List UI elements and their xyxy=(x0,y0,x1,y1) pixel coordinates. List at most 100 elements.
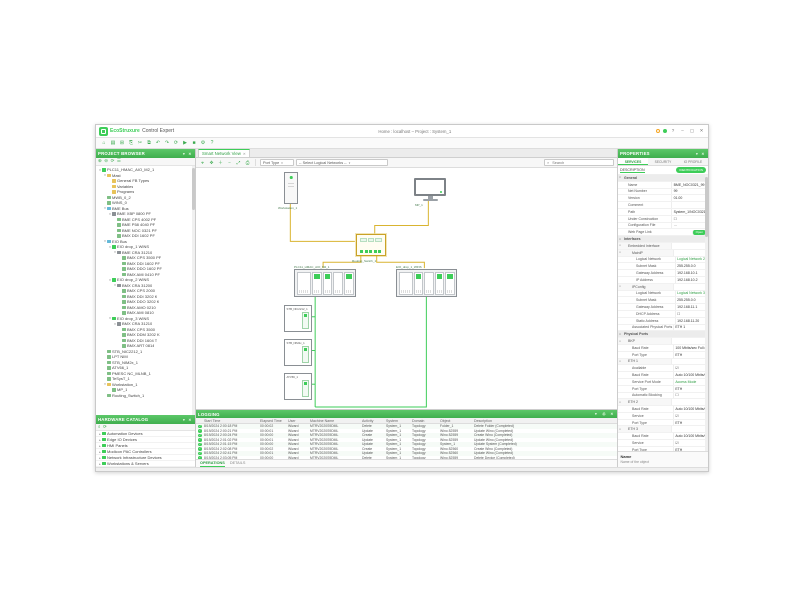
tree-item[interactable]: ▾ BME CRA 31210 xyxy=(96,250,195,256)
section-expand-icon[interactable]: ▾ xyxy=(619,400,621,404)
tab-smart-network-view[interactable]: Smart Network View ✕ xyxy=(198,149,250,157)
log-row[interactable]: ✓ 8/19/2024 2:03:05 PM 00:00:00 Wizard M… xyxy=(196,456,617,459)
section-expand-icon[interactable]: ▾ xyxy=(619,176,621,180)
property-row[interactable]: Available ☑ xyxy=(618,365,708,373)
stop-icon[interactable]: ■ xyxy=(192,140,196,146)
property-row[interactable]: IP Address 192.168.10.2 xyxy=(618,276,708,284)
tree-item[interactable]: BME P58 4040 PF xyxy=(96,222,195,228)
settings-icon[interactable]: ⚙ xyxy=(200,140,206,146)
tree-item[interactable]: BME CPS 4002 PF xyxy=(96,217,195,223)
column-header[interactable]: Domain xyxy=(412,418,425,423)
rack-module[interactable] xyxy=(322,271,333,295)
tree-expand-icon[interactable]: ▾ xyxy=(114,321,116,326)
section-expand-icon[interactable]: ▾ xyxy=(619,244,621,248)
refresh-icon[interactable]: ⟳ xyxy=(173,140,179,146)
rack-module[interactable] xyxy=(424,271,434,295)
property-row[interactable]: Port Type ETH xyxy=(618,419,708,427)
property-value[interactable] xyxy=(671,338,708,344)
property-row[interactable]: Gateway Address 192.168.10.1 xyxy=(618,270,708,277)
tree-expand-icon[interactable]: ▾ xyxy=(109,244,111,249)
minimize-button[interactable]: – xyxy=(681,128,684,133)
tree-item[interactable]: ▾ BME XBP 0800 PF xyxy=(96,211,195,217)
property-row[interactable]: Service Port Mode Access Mode xyxy=(618,378,708,386)
logical-network-select[interactable]: -- Select Logical Networks -- ▾ xyxy=(296,159,388,166)
property-row[interactable]: Logical Network Logical Network 3 xyxy=(618,290,708,298)
catalog-item[interactable]: ▸ Edge IO Devices xyxy=(96,437,195,443)
property-value[interactable]: Auto 10/100 Mbits/sec xyxy=(672,372,708,378)
property-value[interactable]: ☑ xyxy=(672,365,708,372)
section-expand-icon[interactable]: ▾ xyxy=(619,251,621,255)
log-row[interactable]: ✓ 8/19/2024 2:02:41 PM 00:00:01 Wizard M… xyxy=(196,451,617,456)
property-row[interactable]: Net Number 99 xyxy=(618,188,708,196)
tree-item[interactable]: ▾ BMX CRA 31200 xyxy=(96,283,195,289)
property-value[interactable]: ☐ xyxy=(672,392,708,399)
property-value[interactable]: ☑ xyxy=(672,412,708,419)
tree-item[interactable]: BMX DDM 3202 K xyxy=(96,332,195,338)
catalog-expand-icon[interactable]: ▸ xyxy=(99,431,101,436)
column-header[interactable]: Activity xyxy=(362,418,374,423)
property-value[interactable]: ☐ xyxy=(671,215,708,222)
tree-item[interactable]: BMX CPS 3500 xyxy=(96,327,195,333)
logging-tab[interactable]: OPERATIONS xyxy=(200,461,225,467)
property-value[interactable]: 255.255.0.0 xyxy=(674,263,708,270)
refresh-tree-icon[interactable]: ⟳ xyxy=(110,158,115,164)
property-row[interactable]: Baud Rate Auto 10/100 Mbits/sec xyxy=(618,372,708,379)
property-row[interactable]: Port Type ETH xyxy=(618,351,708,359)
section-expand-icon[interactable]: ▾ xyxy=(619,332,621,336)
property-value[interactable]: … xyxy=(671,222,708,229)
property-value[interactable]: ☐ xyxy=(674,310,708,317)
property-row[interactable]: DHCP Address ☐ xyxy=(618,310,708,318)
tree-item[interactable]: BMX AMO 0210 xyxy=(96,305,195,311)
column-header[interactable]: Object xyxy=(440,418,451,423)
catalog-expand-icon[interactable]: ▸ xyxy=(99,443,101,448)
rack-module[interactable] xyxy=(414,271,424,295)
property-row[interactable]: Static Address 192.168.11.20 xyxy=(618,317,708,325)
property-row[interactable]: Port Type ETH xyxy=(618,385,708,393)
scrollbar-thumb[interactable] xyxy=(192,168,195,210)
tree-item[interactable]: BMX DDI 1602 PF xyxy=(96,233,195,239)
save-icon[interactable]: ⎘ xyxy=(128,140,133,146)
property-row[interactable]: Path System_1\NOC0321_99 xyxy=(618,208,708,216)
tree-item[interactable]: WINS_0 xyxy=(96,200,195,206)
catalog-item[interactable]: ▸ Network Infrastructure Devices xyxy=(96,455,195,461)
property-value[interactable]: 100 Mbits/sec Full duplex xyxy=(672,344,708,351)
log-row[interactable]: ✓ 8/19/2024 2:01:02 PM 00:00:01 Wizard M… xyxy=(196,438,617,443)
tree-item[interactable]: BMX DDO 3202 K xyxy=(96,299,195,305)
property-value[interactable]: 192.168.11.1 xyxy=(674,304,708,310)
property-row[interactable]: Version 01.00 xyxy=(618,195,708,203)
rack-module[interactable] xyxy=(333,271,343,295)
property-value[interactable]: 99 xyxy=(671,188,708,195)
property-value[interactable]: Logical Network 3 xyxy=(674,290,708,297)
export-log-icon[interactable]: ⎙ xyxy=(602,412,606,416)
tree-item[interactable]: TeSysT_1 xyxy=(96,376,195,382)
rack-module[interactable] xyxy=(445,271,455,295)
catalog-expand-icon[interactable]: ▸ xyxy=(99,437,101,442)
property-value[interactable]: ☑ xyxy=(672,440,708,446)
properties-tab[interactable]: SECURITY xyxy=(654,160,672,164)
log-row[interactable]: ✓ 8/19/2024 2:01:15 PM 00:00:00 Wizard M… xyxy=(196,442,617,447)
log-row[interactable]: ✓ 8/19/2024 2:02:08 PM 00:00:02 Wizard M… xyxy=(196,447,617,452)
property-row[interactable]: ▾ ETH 2 xyxy=(618,399,708,407)
tree-item[interactable]: BME NOC 0321 PF xyxy=(96,228,195,234)
property-value[interactable]: ETH xyxy=(672,419,708,426)
properties-tab[interactable]: IO PROFILE xyxy=(683,160,703,164)
property-row[interactable]: Service ☑ xyxy=(618,412,708,420)
rack-module[interactable] xyxy=(434,271,445,295)
section-expand-icon[interactable]: ▾ xyxy=(619,427,621,431)
scrollbar-thumb[interactable] xyxy=(705,177,708,237)
print-icon[interactable]: ⎙ xyxy=(245,160,250,165)
network-canvas[interactable]: Workstation_1 MP_1 xyxy=(196,168,617,409)
rack-module[interactable] xyxy=(296,271,312,295)
device-remote-rack[interactable] xyxy=(396,269,457,297)
tree-expand-icon[interactable]: ▾ xyxy=(109,211,111,216)
property-value[interactable]: 192.168.10.2 xyxy=(674,276,708,283)
log-row[interactable]: ✓ 8/19/2024 2:00:18 PM 00:00:02 Wizard M… xyxy=(196,424,617,429)
property-row[interactable]: Configuration File … xyxy=(618,222,708,230)
property-row[interactable]: Associated Physical Ports ETH 1 xyxy=(618,324,708,332)
property-value[interactable] xyxy=(671,426,708,433)
rack-module[interactable] xyxy=(343,271,354,295)
property-row[interactable]: ▾ MainIP xyxy=(618,249,708,257)
panel-close-icon[interactable]: ✕ xyxy=(188,151,192,156)
catalog-item[interactable]: ▸ HMI Panels xyxy=(96,443,195,449)
home-icon[interactable]: ⌂ xyxy=(102,140,106,146)
